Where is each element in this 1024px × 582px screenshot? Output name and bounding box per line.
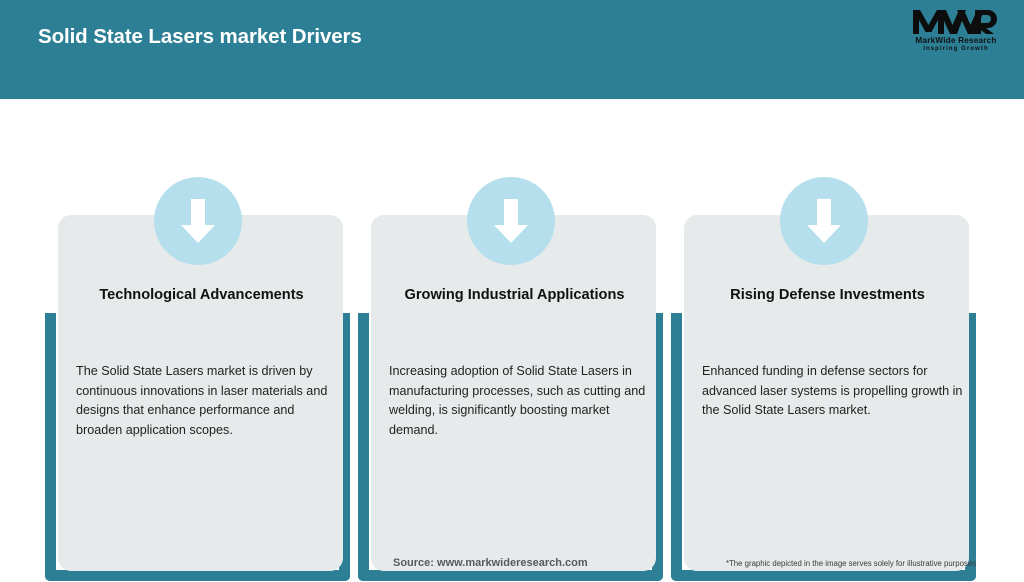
card-heading: Technological Advancements: [99, 287, 304, 303]
card-heading: Rising Defense Investments: [730, 287, 925, 303]
disclaimer-note: *The graphic depicted in the image serve…: [726, 559, 977, 568]
card-panel: [58, 215, 343, 571]
brand-logo: MarkWide Research Inspiring Growth: [904, 9, 1008, 61]
card-panel: [684, 215, 969, 571]
down-arrow-icon: [779, 177, 868, 265]
header-bar: [0, 0, 1024, 99]
card-body-text: Enhanced funding in defense sectors for …: [702, 364, 963, 418]
card-panel: [371, 215, 656, 571]
page-title: Solid State Lasers market Drivers: [38, 25, 362, 48]
driver-card: Technological Advancements The Solid Sta…: [45, 137, 350, 582]
mwr-logo-icon: [913, 10, 997, 34]
down-arrow-icon: [466, 177, 555, 265]
logo-tagline: Inspiring Growth: [923, 46, 989, 52]
source-note: Source: www.markwideresearch.com: [393, 557, 588, 569]
down-arrow-icon: [153, 177, 242, 265]
driver-card: Growing Industrial Applications Increasi…: [358, 137, 663, 582]
card-heading: Growing Industrial Applications: [404, 287, 625, 303]
driver-card: Rising Defense Investments Enhanced fund…: [671, 137, 976, 582]
drivers-card-group: Technological Advancements The Solid Sta…: [0, 99, 1024, 581]
logo-company-name: MarkWide Research: [915, 36, 997, 45]
card-body-text: Increasing adoption of Solid State Laser…: [389, 364, 646, 437]
card-body-text: The Solid State Lasers market is driven …: [76, 364, 328, 437]
